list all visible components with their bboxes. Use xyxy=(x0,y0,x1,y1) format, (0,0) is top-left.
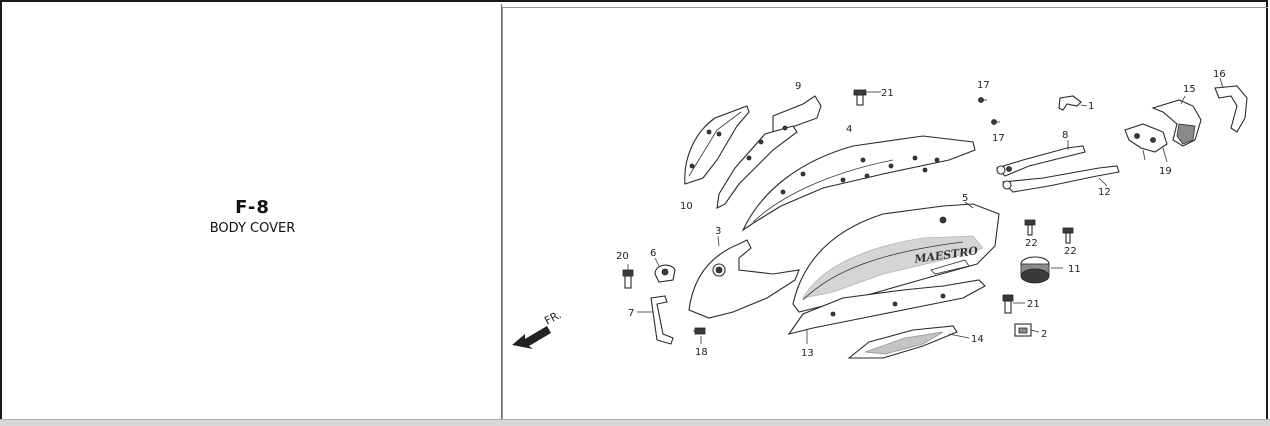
front-direction-label: FR. xyxy=(542,308,563,327)
diagram-cell: FR. xyxy=(502,4,1268,421)
callout-21a: 21 xyxy=(881,88,894,99)
callout-22a: 22 xyxy=(1025,238,1038,249)
callout-19: 19 xyxy=(1159,166,1172,177)
part-20-bolt xyxy=(622,264,634,289)
part-17-screws xyxy=(978,97,1000,125)
callout-22b: 22 xyxy=(1064,246,1077,257)
exploded-view-diagram: FR. xyxy=(512,69,1248,359)
part-11-grommet xyxy=(1020,256,1063,284)
callout-17a: 17 xyxy=(977,80,990,91)
part-22-bolts xyxy=(1024,219,1074,244)
part-19-bracket xyxy=(1124,123,1168,163)
part-9-upper-cover xyxy=(716,95,822,209)
part-6-clamp xyxy=(654,257,676,283)
callout-15: 15 xyxy=(1183,84,1196,95)
callout-18: 18 xyxy=(695,347,708,358)
callout-1: 1 xyxy=(1088,101,1094,112)
part-5-main-side-cover: MAESTRO xyxy=(792,201,1000,313)
diagram-panel: FR. xyxy=(502,7,1268,421)
part-13-lower-cover xyxy=(787,279,986,344)
callout-3: 3 xyxy=(715,226,721,237)
callout-11: 11 xyxy=(1068,264,1081,275)
callout-20: 20 xyxy=(616,251,629,262)
section-name: BODY COVER xyxy=(209,221,296,236)
callout-8: 8 xyxy=(1062,130,1068,141)
section-code: F-8 xyxy=(235,197,270,218)
callout-21b: 21 xyxy=(1027,299,1040,310)
callout-9: 9 xyxy=(795,81,801,92)
bottom-divider xyxy=(0,419,1270,426)
callout-17b: 17 xyxy=(992,133,1005,144)
part-2-nut xyxy=(1014,323,1040,337)
part-10-inner-panel xyxy=(684,105,750,185)
callout-16: 16 xyxy=(1213,69,1226,80)
section-title-cell: F-8 BODY COVER xyxy=(4,4,502,421)
callout-2: 2 xyxy=(1041,329,1047,340)
callout-14: 14 xyxy=(971,334,984,345)
part-1-clip xyxy=(1058,95,1088,111)
part-18-screw xyxy=(693,327,706,344)
part-3-front-inner xyxy=(688,235,800,319)
part-12-bracket xyxy=(1001,165,1120,193)
callout-6: 6 xyxy=(650,248,656,259)
callout-10: 10 xyxy=(680,201,693,212)
callout-13: 13 xyxy=(801,348,814,359)
callout-12: 12 xyxy=(1098,187,1111,198)
part-14-lower-trim xyxy=(847,325,970,359)
part-16-lens xyxy=(1214,77,1248,133)
callout-7: 7 xyxy=(628,308,634,319)
part-21-bolt-top xyxy=(853,89,881,106)
part-callouts: 1 2 3 4 5 6 7 8 9 10 11 12 13 14 15 16 1 xyxy=(616,69,1226,359)
part-4-side-trim xyxy=(741,135,976,232)
callout-4: 4 xyxy=(846,124,852,135)
part-21-bolt-lower xyxy=(1002,294,1025,314)
part-15-cover xyxy=(1151,95,1202,147)
part-8-bracket xyxy=(995,140,1086,177)
part-7-stay xyxy=(637,295,674,345)
front-direction-arrow: FR. xyxy=(512,308,563,349)
callout-5: 5 xyxy=(962,193,968,204)
